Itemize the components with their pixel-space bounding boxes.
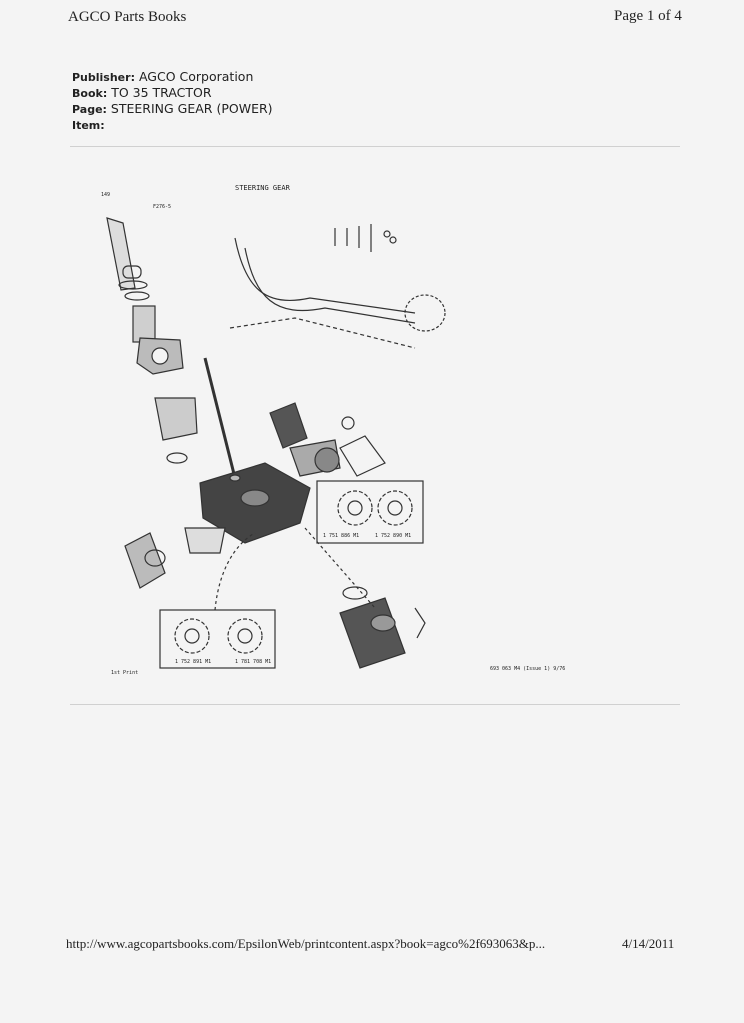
page-indicator: Page 1 of 4 [614, 8, 682, 24]
meta-label: Item: [72, 119, 105, 132]
ring-part [118, 280, 148, 290]
gear-inset-left [159, 609, 276, 669]
meta-value: STEERING GEAR (POWER) [110, 101, 273, 116]
cover-plate [154, 397, 198, 441]
bolt-set [334, 224, 397, 252]
meta-value: AGCO Corporation [138, 69, 254, 84]
diagram-code: F276-5 [153, 204, 171, 210]
seal-part [122, 265, 142, 279]
steering-column-part [106, 217, 136, 291]
footer-date: 4/14/2011 [622, 936, 675, 951]
print-note: 1st Print [111, 670, 138, 676]
gear-inset-right [316, 480, 424, 544]
divider [70, 704, 680, 705]
meta-label: Page: [72, 103, 107, 116]
app-title: AGCO Parts Books [68, 9, 187, 25]
hydraulic-pipe [234, 237, 416, 314]
ring-part [124, 291, 150, 301]
diagram-ref: 149 [101, 192, 110, 198]
part-number-label: 1 752 890 M1 [375, 533, 411, 539]
part-number-label: 1 751 886 M1 [323, 533, 359, 539]
piston-part [269, 402, 308, 449]
divider [70, 146, 680, 147]
sector-arm [339, 435, 386, 477]
meta-book: Book: TO 35 TRACTOR [72, 85, 212, 102]
footer-url[interactable]: http://www.agcopartsbooks.com/EpsilonWeb… [66, 936, 546, 951]
meta-label: Book: [72, 87, 108, 100]
hydraulic-pipe [244, 247, 416, 324]
diagram-title: STEERING GEAR [235, 184, 291, 192]
pipe-loop [404, 294, 446, 332]
part-number-label: 1 752 891 M1 [175, 659, 211, 665]
meta-page: Page: STEERING GEAR (POWER) [72, 101, 273, 118]
meta-publisher: Publisher: AGCO Corporation [72, 69, 253, 86]
meta-item: Item: [72, 117, 105, 134]
meta-label: Publisher: [72, 71, 135, 84]
part-number-label: 1 781 708 M1 [235, 659, 271, 665]
steering-gear-diagram: STEERING GEAR 149 F276-5 1 751 886 M1 1 … [101, 184, 565, 676]
bearing-stack [132, 305, 156, 343]
cylinder-part [339, 597, 406, 669]
bracket-part [414, 607, 426, 639]
meta-value: TO 35 TRACTOR [111, 85, 212, 100]
worm-shaft [203, 357, 237, 479]
document-code: 693 063 M4 (Issue 1) 9/76 [490, 666, 565, 672]
